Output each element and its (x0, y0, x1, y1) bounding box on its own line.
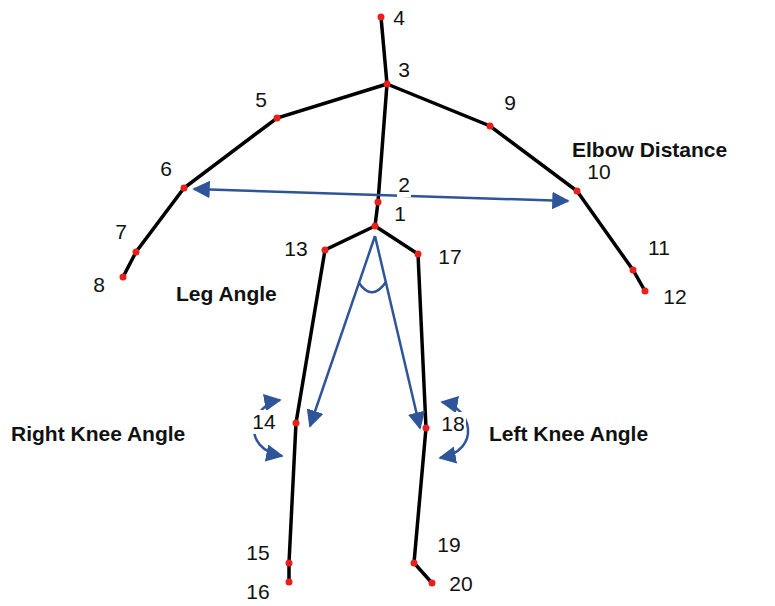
joint-number: 9 (503, 91, 517, 114)
measure-arrows (194, 189, 568, 458)
joint-number: 15 (245, 541, 270, 564)
measure-label: Left Knee Angle (488, 422, 649, 445)
measure-label: Elbow Distance (571, 138, 728, 161)
joint-number: 8 (92, 273, 106, 296)
joint-number: 12 (662, 285, 687, 308)
bone-lines (123, 17, 645, 583)
joint-number: 2 (397, 173, 411, 196)
joint-number: 20 (448, 572, 473, 595)
joint-number: 11 (647, 236, 671, 259)
joint-number: 19 (436, 533, 461, 556)
joint-number: 16 (245, 580, 270, 603)
joint-number: 3 (397, 58, 411, 81)
measure-label: Leg Angle (175, 282, 278, 305)
joint-number: 1 (393, 202, 407, 225)
joint-number: 10 (586, 160, 611, 183)
joint-number: 14 (251, 410, 276, 433)
joint-number: 13 (283, 237, 308, 260)
joint-dots (120, 14, 649, 587)
joint-number: 5 (254, 88, 268, 111)
joint-number: 18 (440, 412, 465, 435)
measure-label: Right Knee Angle (10, 422, 186, 445)
joint-number: 17 (437, 245, 462, 268)
joint-number: 7 (114, 220, 128, 243)
joint-number: 6 (159, 157, 173, 180)
joint-number: 4 (392, 6, 406, 29)
